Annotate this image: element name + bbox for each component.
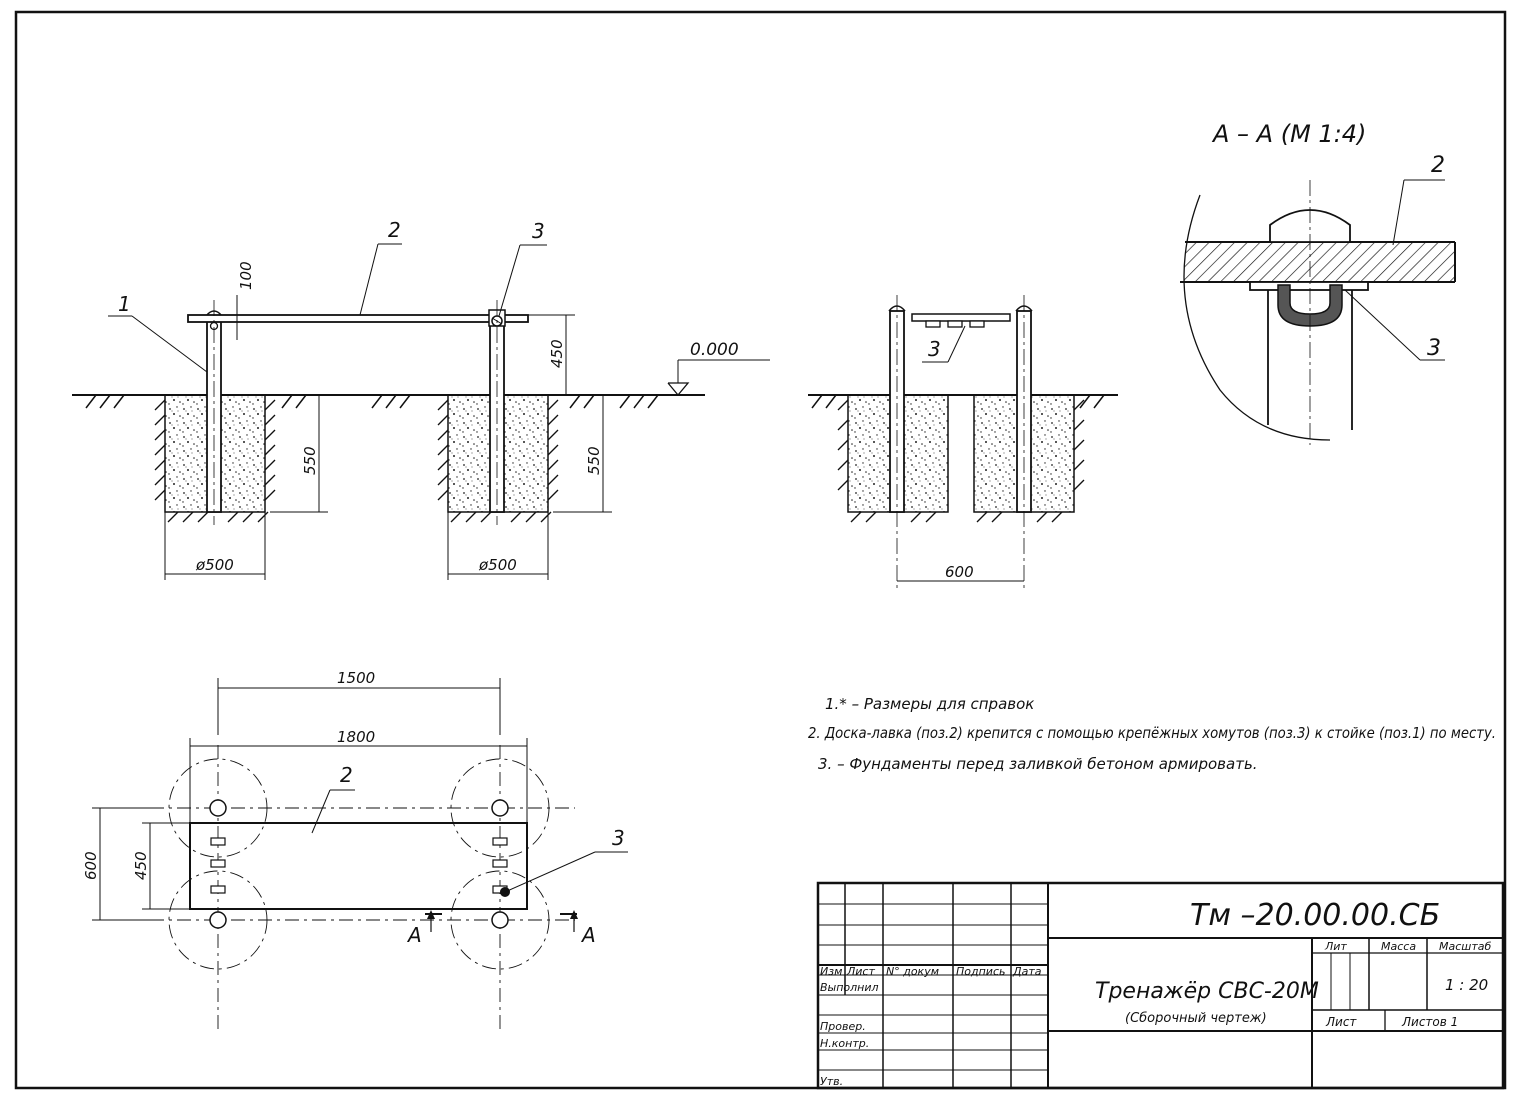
board xyxy=(187,314,529,323)
callout-2-front: 2 xyxy=(359,218,402,316)
col-scale: Масштаб xyxy=(1439,940,1491,953)
dim-dia-right: ø500 xyxy=(447,512,549,580)
row-check: Провер. xyxy=(820,1020,866,1033)
dim-550-right-label: 550 xyxy=(585,446,603,475)
callout-3-side-label: 3 xyxy=(928,337,941,361)
plan-clamps xyxy=(210,837,508,894)
dim-550-left: 550 xyxy=(270,395,328,513)
col-mass: Масса xyxy=(1381,940,1416,953)
sheet-label: Лист xyxy=(1325,1015,1357,1029)
dim-100-label: 100 xyxy=(237,261,255,290)
level-mark: 0.000 xyxy=(667,340,770,397)
dim-1800-label: 1800 xyxy=(337,728,375,746)
callout-3-plan: 3 xyxy=(504,826,628,893)
dim-550-left-label: 550 xyxy=(301,446,319,475)
dim-450-plan: 450 xyxy=(132,822,190,910)
section-title: А – А (М 1:4) xyxy=(1211,120,1366,148)
dim-600-side-label: 600 xyxy=(945,563,974,581)
dim-1500-label: 1500 xyxy=(337,669,375,687)
cut-mark-right-label: А xyxy=(580,923,596,947)
plan-post xyxy=(209,799,227,817)
row-appr: Утв. xyxy=(820,1075,843,1088)
dim-dia-right-label: ø500 xyxy=(478,556,517,574)
level-label: 0.000 xyxy=(690,340,739,360)
notes: 1.* – Размеры для справок 2. Доска-лавка… xyxy=(808,695,1496,773)
row-norm: Н.контр. xyxy=(820,1037,869,1050)
note-3: 3. – Фундаменты перед заливкой бетоном а… xyxy=(818,755,1258,773)
dim-550-right: 550 xyxy=(553,395,612,513)
side-clamps xyxy=(925,320,985,328)
col-list: Лист xyxy=(846,965,875,978)
sheets-label: Листов 1 xyxy=(1401,1015,1458,1029)
callout-2-section: 2 xyxy=(1392,153,1445,246)
callout-2-section-label: 2 xyxy=(1431,153,1445,178)
callout-3-front: 3 xyxy=(498,219,547,317)
cut-mark-right: А xyxy=(560,910,596,947)
sheet-frame xyxy=(14,10,1507,1090)
dim-1500: 1500 xyxy=(217,669,501,735)
col-date: Дата xyxy=(1012,965,1042,978)
callout-2-plan-label: 2 xyxy=(340,763,353,787)
callout-2-plan: 2 xyxy=(311,763,355,834)
callout-3-plan-label: 3 xyxy=(612,826,625,850)
cut-mark-left: А xyxy=(406,910,442,947)
col-sign: Подпись xyxy=(956,965,1005,978)
cut-mark-left-label: А xyxy=(406,923,422,947)
section-a-a: А – А (М 1:4) 2 3 xyxy=(1180,120,1456,445)
section-board xyxy=(1330,242,1455,282)
product-name: Тренажёр СВС-20М xyxy=(1095,979,1319,1004)
designation: Тм –20.00.00.СБ xyxy=(1190,898,1440,933)
side-view: 600 3 xyxy=(808,295,1118,590)
dim-450-plan-label: 450 xyxy=(132,851,150,880)
note-1: 1.* – Размеры для справок xyxy=(825,695,1034,713)
dim-450-height: 450 xyxy=(528,314,575,396)
dim-1800: 1800 xyxy=(189,728,528,823)
dim-600-plan: 600 xyxy=(82,807,160,921)
row-made: Выполнил xyxy=(820,981,879,994)
plan-board xyxy=(189,822,528,910)
front-view: 100 450 550 550 ø500 xyxy=(72,218,770,580)
bolt-head xyxy=(1269,209,1351,243)
scale-value: 1 : 20 xyxy=(1445,976,1488,994)
dim-600-side: 600 xyxy=(897,563,1024,582)
callout-2-label: 2 xyxy=(388,218,401,242)
ground-hatch xyxy=(85,394,659,409)
col-izm: Изм xyxy=(820,965,842,978)
callout-1-front: 1 xyxy=(108,292,208,373)
dim-dia-left-label: ø500 xyxy=(195,556,234,574)
plan-view: 1500 1800 600 450 2 3 xyxy=(82,669,628,1030)
callout-3-section: 3 xyxy=(1344,289,1445,361)
dim-600-plan-label: 600 xyxy=(82,851,100,880)
callout-3-side: 3 xyxy=(922,325,966,363)
callout-3-section-label: 3 xyxy=(1427,336,1441,361)
doc-type: (Сборочный чертеж) xyxy=(1125,1011,1267,1026)
side-board xyxy=(911,313,1011,322)
note-2: 2. Доска-лавка (поз.2) крепится с помощь… xyxy=(808,724,1496,742)
u-clamp xyxy=(1277,284,1343,327)
callout-1-label: 1 xyxy=(118,292,131,316)
callout-3-label: 3 xyxy=(532,219,545,243)
title-block: Изм Лист N° докум Подпись Дата Выполнил … xyxy=(816,881,1505,1090)
col-doc: N° докум xyxy=(886,965,939,978)
clamp-plate xyxy=(1249,281,1369,291)
dim-dia-left: ø500 xyxy=(164,512,266,580)
dim-450-label: 450 xyxy=(548,339,566,368)
dim-100: 100 xyxy=(230,261,258,340)
col-lit: Лит xyxy=(1324,940,1347,953)
